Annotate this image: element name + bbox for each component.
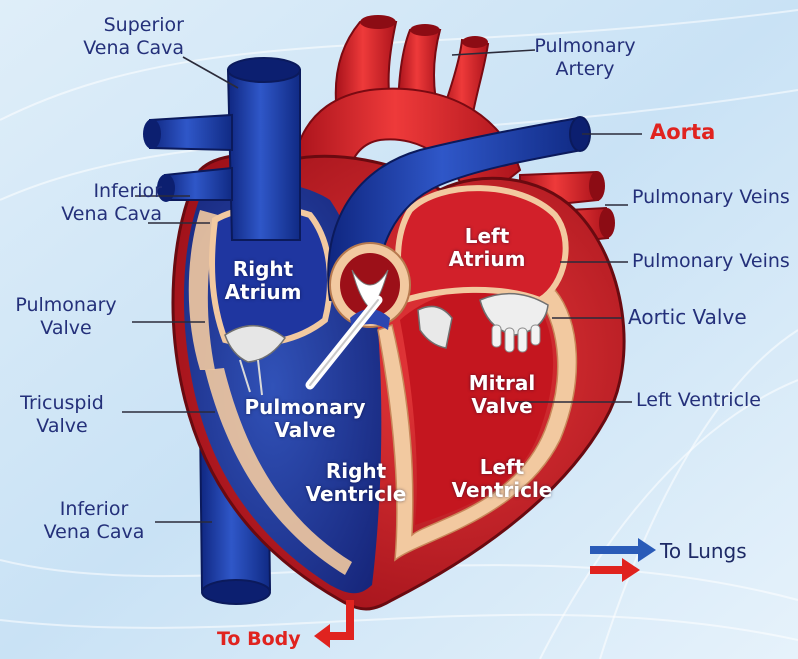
pulmonary-valve-inner-label: Pulmonary Valve	[240, 396, 370, 442]
superior-vena-cava-label: Superior Vena Cava	[38, 14, 184, 60]
left-atrium-label: Left Atrium	[437, 225, 537, 271]
pulmonary-artery-label: Pulmonary Artery	[520, 35, 650, 81]
to-body-label: To Body	[217, 628, 301, 651]
left-ventricle-inner-label: Left Ventricle	[442, 456, 562, 502]
inferior-vena-cava-top-label: Inferior Vena Cava	[20, 180, 162, 226]
right-ventricle-label: Right Ventricle	[296, 460, 416, 506]
aorta-label: Aorta	[650, 121, 715, 144]
mitral-valve-label: Mitral Valve	[452, 372, 552, 418]
aortic-valve-label: Aortic Valve	[628, 306, 747, 329]
superior-vena-cava-vessel	[228, 58, 300, 240]
inferior-vena-cava-bottom-label: Inferior Vena Cava	[28, 498, 160, 544]
pulmonary-veins-label-2: Pulmonary Veins	[632, 250, 790, 273]
tricuspid-valve-label: Tricuspid Valve	[0, 392, 124, 438]
right-atrium-label: Right Atrium	[213, 258, 313, 304]
pulmonary-veins-label-1: Pulmonary Veins	[632, 186, 790, 209]
to-lungs-label: To Lungs	[660, 540, 747, 563]
left-ventricle-label: Left Ventricle	[636, 389, 761, 412]
pulmonary-valve-left-label: Pulmonary Valve	[0, 294, 132, 340]
